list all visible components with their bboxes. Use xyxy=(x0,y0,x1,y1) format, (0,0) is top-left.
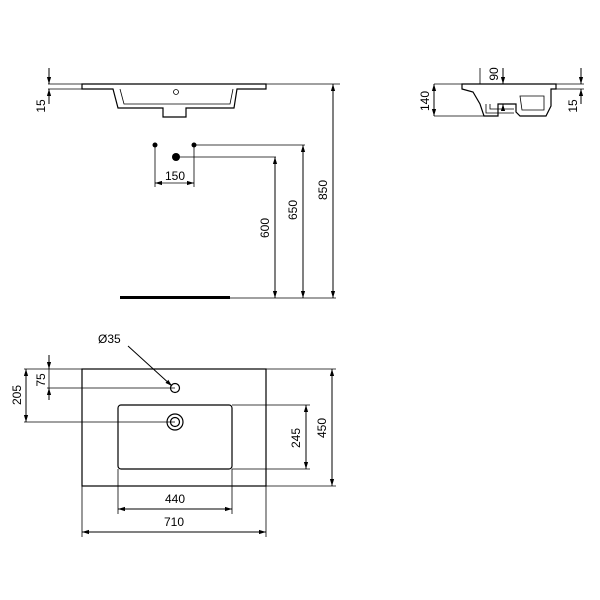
front-basin-outline xyxy=(81,83,267,118)
dim-overall-depth-450: 450 xyxy=(315,418,329,438)
side-waste-pipe xyxy=(485,104,514,114)
side-elevation-view: 140 90 15 xyxy=(418,67,584,117)
dim-side-tap-90: 90 xyxy=(487,67,501,81)
side-bowl-inner xyxy=(519,95,545,111)
dim-waste-spacing-150: 150 xyxy=(165,169,185,183)
dim-side-depth-140: 140 xyxy=(418,91,432,111)
dim-bowl-length-440: 440 xyxy=(165,492,185,506)
bowl-outline xyxy=(117,404,233,470)
dim-front-rim-15: 15 xyxy=(34,99,48,113)
dim-tap-offset-75: 75 xyxy=(34,373,48,387)
dim-height-650: 650 xyxy=(286,200,300,220)
front-tap-hole-mark xyxy=(173,89,179,95)
dim-side-rim-15: 15 xyxy=(566,99,580,113)
dim-height-600: 600 xyxy=(258,218,272,238)
dim-height-850: 850 xyxy=(316,180,330,200)
floor-line xyxy=(120,296,230,299)
basin-top-outline xyxy=(81,368,267,487)
dim-overall-width-710: 710 xyxy=(164,515,184,529)
dim-waste-offset-205: 205 xyxy=(10,385,24,405)
front-elevation-view: 15 150 600 650 850 xyxy=(34,68,340,299)
dim-bowl-depth-245: 245 xyxy=(289,428,303,448)
front-bowl-inner-line xyxy=(119,88,234,105)
dim-tap-hole-diameter: Ø35 xyxy=(98,332,121,346)
plan-view: Ø35 75 205 245 450 440 xyxy=(10,332,336,537)
side-basin-outline xyxy=(461,83,557,117)
